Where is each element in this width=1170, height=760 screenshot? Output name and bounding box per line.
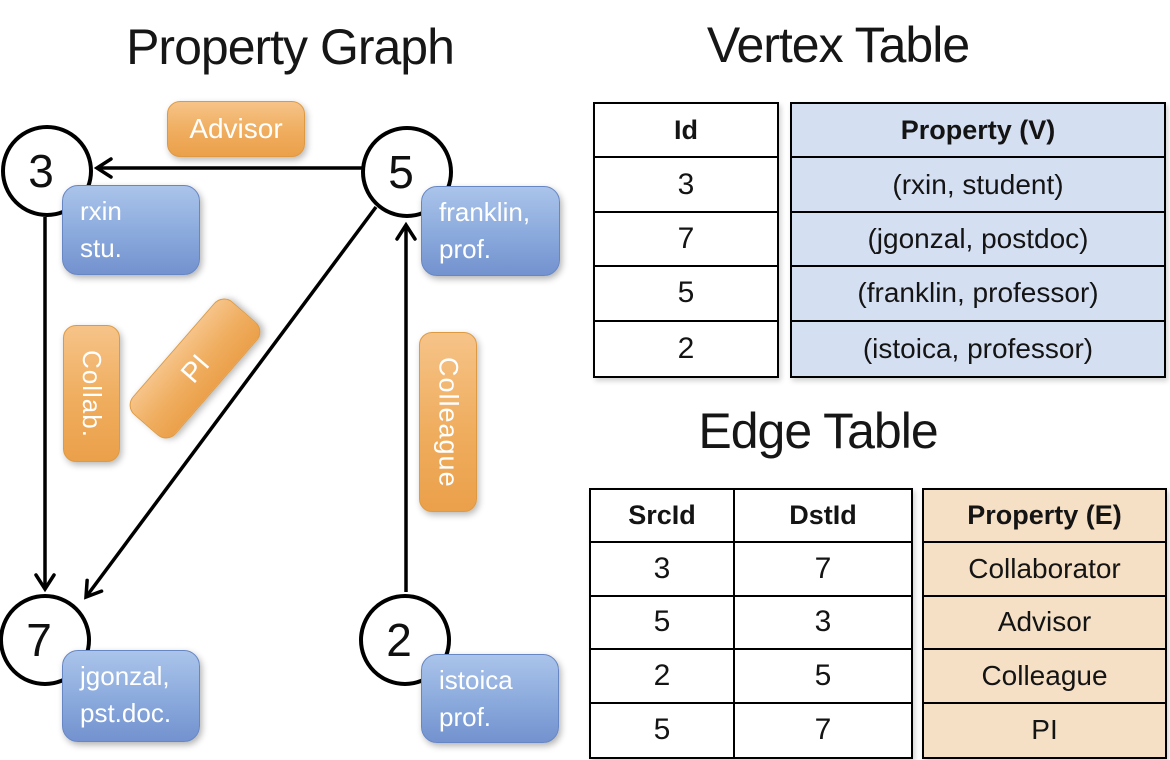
vertex-property-line: stu. <box>80 233 122 263</box>
vertex-property-box-2: istoica prof. <box>421 654 559 743</box>
node-id-label: 5 <box>388 146 414 198</box>
table-cell: (jgonzal, postdoc) <box>792 212 1164 268</box>
table-cell: 3 <box>591 543 735 597</box>
table-cell: 7 <box>735 543 911 597</box>
edge-label-advisor: Advisor <box>167 101 305 157</box>
vertex-property-line: pst.doc. <box>80 698 172 728</box>
table-cell: (franklin, professor) <box>792 267 1164 322</box>
property-graph-title: Property Graph <box>126 19 455 75</box>
table-cell: 3 <box>735 597 911 651</box>
edge-line-5-to-7 <box>84 205 378 600</box>
node-id-label: 7 <box>26 614 52 666</box>
table-cell: 5 <box>591 703 735 757</box>
table-cell: Colleague <box>924 650 1165 704</box>
column-header: Property (V) <box>792 104 1164 159</box>
graph-node-5: 5 <box>361 126 453 218</box>
node-id-label: 2 <box>386 614 412 666</box>
table-cell: 2 <box>591 650 735 704</box>
vertex-table-title: Vertex Table <box>706 17 970 73</box>
vertex-property-line: prof. <box>439 234 492 264</box>
column-header: Property (E) <box>924 490 1165 544</box>
vertex-property-line: istoica <box>439 665 513 695</box>
vertex-property-line: prof. <box>439 702 492 732</box>
table-cell: Advisor <box>924 596 1165 651</box>
node-id-label: 3 <box>28 145 54 197</box>
edge-table-property-column: Property (E) Collaborator Advisor Collea… <box>922 488 1167 759</box>
edge-table-id-columns: SrcId DstId 3 7 5 3 2 5 5 7 <box>589 488 913 759</box>
column-header: Id <box>595 104 777 159</box>
vertex-property-line: franklin, <box>439 197 531 227</box>
vertex-table-id-column: Id 3 7 5 2 <box>593 102 779 378</box>
table-cell: (rxin, student) <box>792 158 1164 213</box>
edge-table-title: Edge Table <box>698 403 938 459</box>
vertex-property-line: rxin <box>80 196 122 226</box>
table-cell: 5 <box>591 596 735 651</box>
table-cell: (istoica, professor) <box>792 321 1164 376</box>
vertex-property-box-3: rxin stu. <box>62 185 200 275</box>
table-cell: 7 <box>814 713 832 747</box>
table-cell: 2 <box>677 331 695 365</box>
table-cell: 7 <box>595 213 777 268</box>
column-header: SrcId <box>591 490 735 544</box>
table-cell: 5 <box>735 650 911 704</box>
edge-label-collab: Collab. <box>63 325 120 462</box>
vertex-table-property-column: Property (V) (rxin, student) (jgonzal, p… <box>790 102 1166 378</box>
table-cell: 3 <box>595 158 777 213</box>
table-cell: 5 <box>595 267 777 322</box>
vertex-property-box-5: franklin, prof. <box>421 186 560 276</box>
column-header: DstId <box>735 490 911 544</box>
table-cell: Collaborator <box>924 543 1165 597</box>
edge-label-colleague: Colleague <box>419 332 477 512</box>
table-cell: PI <box>924 703 1165 757</box>
graph-node-2: 2 <box>359 594 451 686</box>
vertex-property-line: jgonzal, <box>80 661 170 691</box>
graph-edges-layer <box>34 157 417 600</box>
vertex-property-box-7: jgonzal, pst.doc. <box>62 650 200 742</box>
